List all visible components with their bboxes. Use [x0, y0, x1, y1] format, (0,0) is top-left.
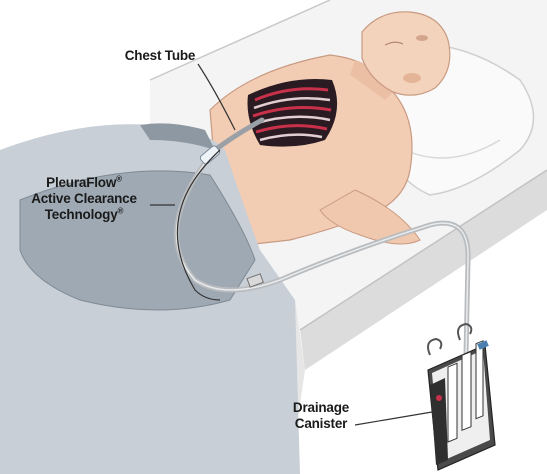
drainage-canister-label-line1: Drainage	[276, 400, 366, 416]
pleuraflow-label-line2: Active Clearance	[4, 191, 164, 207]
leader-line-canister	[355, 412, 432, 425]
pleuraflow-label-line3: Technology®	[4, 207, 164, 223]
chest-tube-label: Chest Tube	[110, 48, 210, 64]
registered-mark: ®	[118, 207, 124, 216]
pleuraflow-label-line3-text: Technology	[45, 207, 118, 222]
drainage-canister-label: Drainage Canister	[276, 400, 366, 432]
pleuraflow-label-line1: PleuraFlow®	[4, 175, 164, 191]
drainage-canister	[428, 324, 495, 470]
pleuraflow-label-line1-text: PleuraFlow	[46, 175, 116, 190]
pleuraflow-label: PleuraFlow® Active Clearance Technology®	[4, 175, 164, 223]
registered-mark: ®	[116, 175, 122, 184]
drainage-canister-label-line2: Canister	[276, 416, 366, 432]
chest-tube-label-text: Chest Tube	[110, 48, 210, 64]
